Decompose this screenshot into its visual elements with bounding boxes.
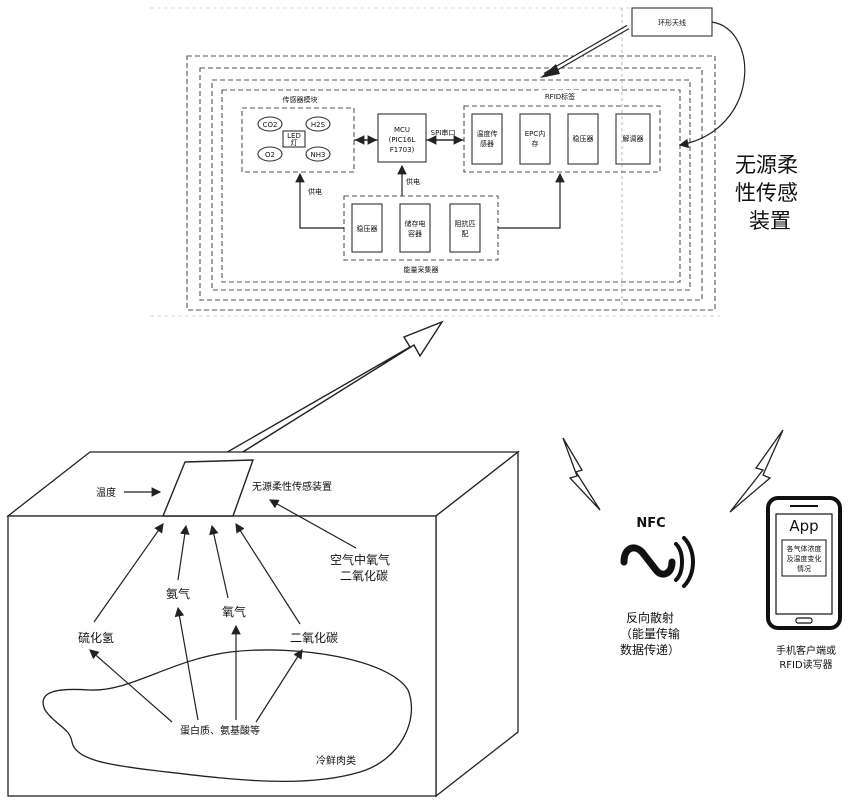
o2-sensor-label: O2 xyxy=(265,151,275,159)
mcu-model-2: F1703) xyxy=(390,146,415,154)
mcu-model: (PIC16L xyxy=(389,136,416,144)
regulator-label-energy: 稳压器 xyxy=(357,224,378,233)
co2-label: 二氧化碳 xyxy=(290,631,338,645)
nfc-logo-text: NFC xyxy=(636,516,665,531)
meat-label: 冷鲜肉类 xyxy=(316,754,356,767)
sensor-module-box xyxy=(242,108,354,172)
spi-label: SPI串口 xyxy=(431,129,456,137)
power-label-mid: 供电 xyxy=(406,177,420,186)
power-label-left: 供电 xyxy=(308,187,322,196)
device-title-line-3: 装置 xyxy=(749,209,791,233)
sensor-module-label: 传感器模块 xyxy=(283,95,318,104)
co2-sensor-label: CO2 xyxy=(263,121,278,129)
mcu-label: MCU xyxy=(394,126,410,134)
temp-sensor-block xyxy=(472,114,502,164)
h2s-label: 硫化氢 xyxy=(78,630,114,645)
temperature-label: 温度 xyxy=(96,486,116,499)
demodulator-label: 解调器 xyxy=(623,134,644,143)
lightning-left-icon xyxy=(563,438,600,510)
storage-box: 温度 无源柔性传感装置 冷鲜肉类 蛋白质、氨基酸等 硫化氢 氨气 氧气 二氧化碳… xyxy=(8,452,518,796)
impedance-match-block xyxy=(450,204,480,252)
frame-4 xyxy=(222,90,680,282)
air-gases-label-2: 二氧化碳 xyxy=(340,569,388,583)
storage-capacitor-label-2: 容器 xyxy=(408,229,422,238)
device-title-line-2: 性传感 xyxy=(735,181,798,205)
h2s-sensor-label: H2S xyxy=(311,121,326,129)
nfc-icon xyxy=(624,538,693,586)
nfc-caption-2: （能量传输 xyxy=(620,626,680,641)
antenna-label: 环形天线 xyxy=(658,18,686,27)
nh3-sensor-label: NH3 xyxy=(311,151,326,159)
storage-capacitor-label: 储存电 xyxy=(405,219,426,228)
phone: App 各气体浓度 及温度变化 情况 手机客户端或 RFID读写器 xyxy=(768,498,840,671)
oxygen-label: 氧气 xyxy=(222,604,246,619)
frame-3 xyxy=(212,80,690,290)
air-gases-label-1: 空气中氧气 xyxy=(330,552,390,567)
nfc-logo: NFC 反向散射 （能量传输 数据传递） xyxy=(620,516,693,657)
phone-caption-2: RFID读写器 xyxy=(779,658,832,671)
regulator-label-rfid: 稳压器 xyxy=(573,134,594,143)
ammonia-label: 氨气 xyxy=(166,586,190,601)
storage-capacitor-block xyxy=(400,204,430,252)
rfid-tag-label: RFID标签 xyxy=(545,92,575,101)
outer-frame xyxy=(187,56,715,310)
epc-memory-label-2: 存 xyxy=(532,139,539,148)
phone-caption-1: 手机客户端或 xyxy=(776,644,836,657)
app-label: App xyxy=(789,517,818,535)
impedance-match-label-2: 配 xyxy=(462,230,469,238)
energy-harvester-label: 能量采集器 xyxy=(404,265,439,274)
phone-screen-text-3: 情况 xyxy=(797,564,811,573)
frame-2 xyxy=(200,68,702,300)
epc-memory-label: EPC内 xyxy=(525,129,546,138)
phone-screen-text-1: 各气体浓度 xyxy=(787,544,822,553)
temp-sensor-label-2: 感器 xyxy=(480,139,494,148)
phone-home-button xyxy=(796,618,812,623)
device-title-line-1: 无源柔 xyxy=(735,153,798,177)
protein-label: 蛋白质、氨基酸等 xyxy=(180,724,260,737)
nfc-caption-1: 反向散射 xyxy=(626,610,674,625)
epc-memory-block xyxy=(520,114,550,164)
device-label: 无源柔性传感装置 xyxy=(252,480,332,493)
nfc-caption-3: 数据传递） xyxy=(620,642,680,657)
temp-sensor-label: 温度传 xyxy=(477,129,498,138)
led-label-2: 灯 xyxy=(291,138,298,147)
phone-screen-text-2: 及温度变化 xyxy=(787,554,822,563)
device-block-diagram: 环形天线 RFID标签 传感器模块 CO2 H2S LED 灯 O2 NH3 M… xyxy=(150,8,798,316)
impedance-match-label: 阻抗匹 xyxy=(455,219,476,228)
zoom-arrow xyxy=(210,322,442,470)
